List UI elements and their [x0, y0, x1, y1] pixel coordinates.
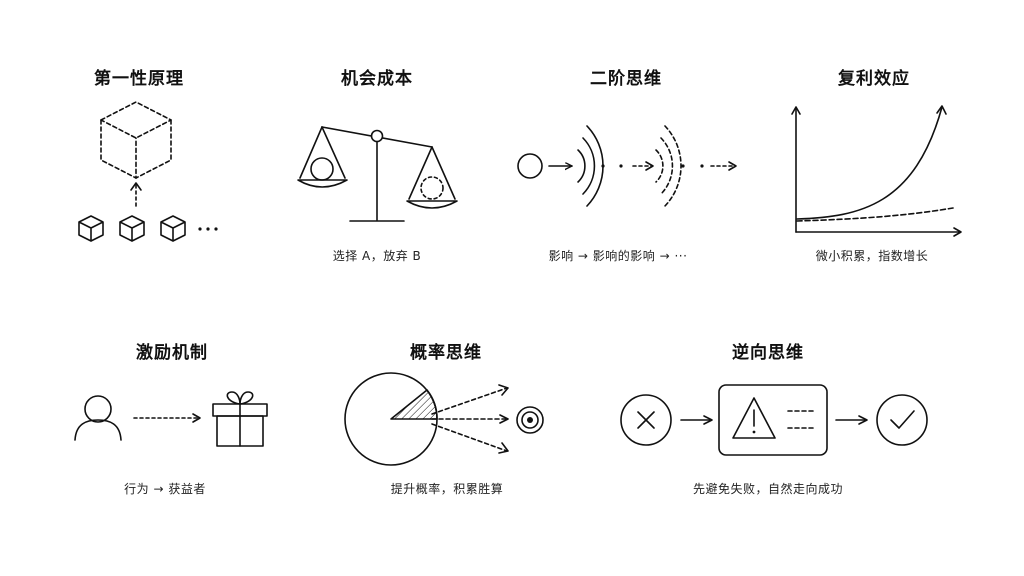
- ellipsis-dots: [198, 227, 218, 231]
- target-icon: [517, 407, 543, 433]
- small-cube-icon: [79, 216, 103, 241]
- check-circle-icon: [877, 395, 927, 445]
- caption-second-order-thinking: 影响 → 影响的影响 → ···: [548, 249, 688, 263]
- caption-probabilistic-thinking: 提升概率，积累胜算: [390, 482, 504, 496]
- gift-icon: [213, 392, 267, 446]
- title-inversion: 逆向思维: [732, 343, 804, 363]
- warning-icon: [733, 398, 775, 438]
- title-opportunity-cost: 机会成本: [341, 69, 413, 89]
- warning-panel: [719, 385, 827, 455]
- ripple-icon: [518, 126, 736, 206]
- title-compound-effect: 复利效应: [838, 69, 910, 89]
- title-first-principles: 第一性原理: [94, 69, 184, 89]
- person-icon: [75, 396, 121, 440]
- dashed-arrow-right: [134, 414, 200, 422]
- dashed-arrow-up: [131, 183, 141, 206]
- arrow-right: [836, 416, 867, 424]
- growth-curve-icon: [792, 106, 961, 236]
- x-circle-icon: [621, 395, 671, 445]
- arrow-right: [681, 416, 712, 424]
- title-incentives: 激励机制: [136, 343, 208, 363]
- dashed-arrows-fan: [432, 388, 508, 451]
- caption-incentives: 行为 → 获益者: [124, 482, 206, 496]
- ball-chosen: [311, 158, 333, 180]
- title-probabilistic-thinking: 概率思维: [410, 343, 482, 363]
- small-cube-icon: [120, 216, 144, 241]
- pie-icon: [345, 373, 437, 465]
- arrowheads: [499, 385, 508, 453]
- cube-icon: [101, 102, 171, 178]
- caption-opportunity-cost: 选择 A，放弃 B: [332, 249, 422, 263]
- small-cube-icon: [161, 216, 185, 241]
- small-cubes: [79, 216, 218, 241]
- caption-compound-effect: 微小积累，指数增长: [815, 249, 929, 263]
- ball-given-up: [421, 177, 443, 199]
- caption-inversion: 先避免失败，自然走向成功: [692, 482, 844, 496]
- title-second-order-thinking: 二阶思维: [590, 69, 662, 89]
- balance-scale-icon: [298, 127, 457, 221]
